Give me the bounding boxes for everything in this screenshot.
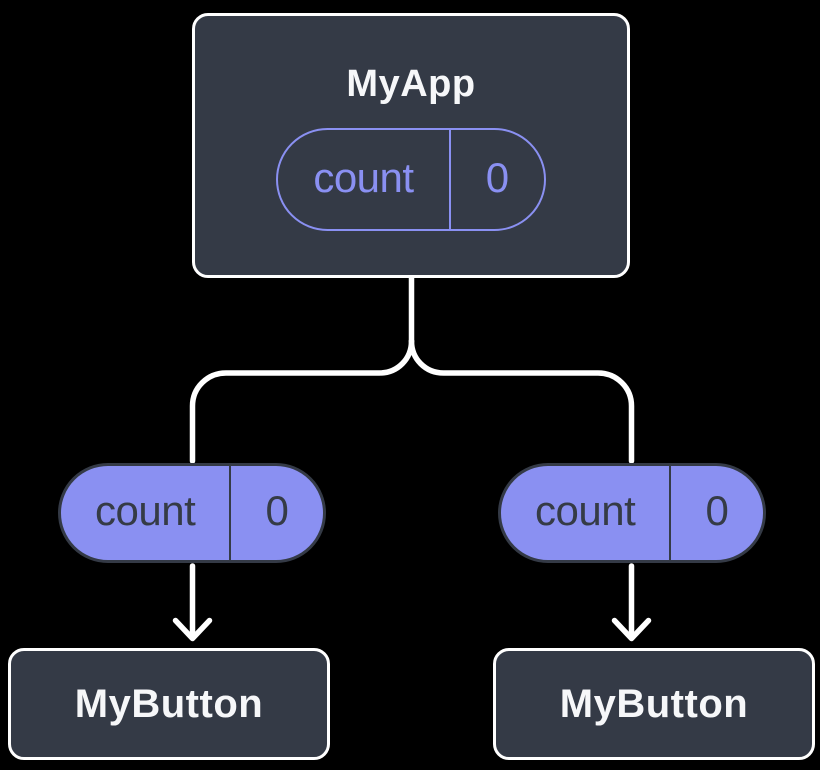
state-value-label: 0 bbox=[485, 153, 510, 201]
mybutton-node-title: MyButton bbox=[559, 681, 749, 726]
myapp-node: MyApp count 0 bbox=[192, 13, 630, 278]
prop-pill-right: count 0 bbox=[498, 463, 766, 563]
prop-name-label: count bbox=[61, 466, 232, 560]
arrow-right-head-icon bbox=[611, 617, 652, 642]
mybutton-node-left: MyButton bbox=[8, 648, 330, 760]
myapp-node-title: MyApp bbox=[346, 63, 476, 105]
mybutton-node-title: MyButton bbox=[74, 681, 264, 726]
prop-pill-left: count 0 bbox=[58, 463, 326, 563]
arrow-left-head-icon bbox=[172, 617, 213, 642]
root-state-pill: count 0 bbox=[276, 128, 546, 231]
state-name-label: count bbox=[278, 130, 451, 229]
mybutton-node-right: MyButton bbox=[493, 648, 815, 760]
prop-value-label: 0 bbox=[265, 487, 289, 534]
prop-name-label: count bbox=[501, 466, 672, 560]
branch-right-line bbox=[408, 338, 635, 464]
branch-left-line bbox=[189, 338, 415, 464]
prop-value-label: 0 bbox=[705, 487, 729, 534]
